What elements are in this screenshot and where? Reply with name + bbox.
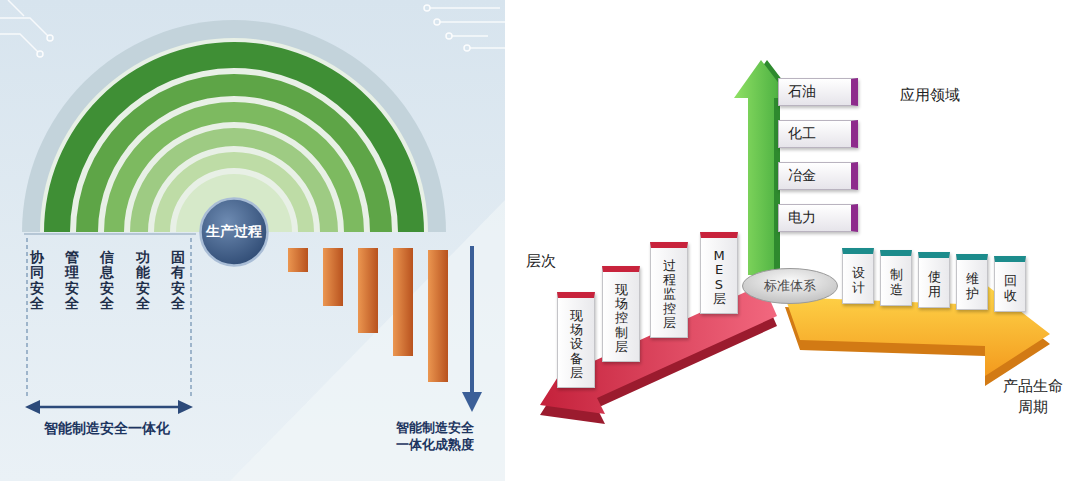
safety-column: 固有安全 (171, 250, 185, 312)
node-text: 现场控制层 (615, 283, 628, 354)
node-text: MES层 (713, 249, 726, 306)
lifecycle-box: 回收 (994, 256, 1026, 312)
layer-box: 现场控制层 (602, 266, 640, 362)
standard-ellipse: 标准体系 (741, 267, 839, 305)
node-text: 回收 (1004, 274, 1017, 303)
axis-label: 智能制造安全 一体化成熟度 (392, 420, 478, 454)
lifecycle-box: 设计 (842, 248, 874, 304)
field-box: 化工 (778, 120, 858, 148)
node-text: 现场设备层 (570, 309, 583, 380)
ellipse-shape (743, 269, 838, 304)
node-text: 冶金 (788, 167, 816, 185)
node-text: 电力 (788, 209, 816, 227)
lifecycle-box: 制造 (880, 250, 912, 306)
node-text: 使用 (928, 270, 941, 299)
node-text: 化工 (788, 125, 816, 143)
lifecycle-box: 维护 (956, 254, 988, 310)
safety-column: 协同安全 (30, 250, 44, 312)
layer-box: 现场设备层 (557, 292, 595, 388)
axis-label: 层次 (526, 252, 556, 271)
node-text: 制造 (890, 268, 903, 297)
layer-box: MES层 (700, 232, 738, 314)
node-text: 过程监控层 (663, 259, 676, 330)
axis-label: 智能制造安全一体化 (22, 420, 192, 438)
field-box: 冶金 (778, 162, 858, 190)
process-circle: 生产过程 (199, 197, 269, 267)
axis-label: 应用领域 (900, 86, 960, 105)
node-text: 生产过程 (206, 223, 262, 241)
field-box: 石油 (778, 78, 858, 106)
lifecycle-box: 使用 (918, 252, 950, 308)
safety-column: 管理安全 (65, 250, 79, 312)
layer-box: 过程监控层 (650, 242, 688, 338)
axis-label: 产品生命 周期 (998, 376, 1067, 418)
circle-shape (201, 199, 268, 266)
node-text: 维护 (966, 272, 979, 301)
node-text: 标准体系 (764, 277, 816, 295)
safety-column: 功能安全 (136, 250, 150, 312)
node-text: 设计 (852, 266, 865, 295)
safety-column: 信息安全 (100, 250, 114, 312)
node-text: 石油 (788, 83, 816, 101)
field-box: 电力 (778, 204, 858, 232)
